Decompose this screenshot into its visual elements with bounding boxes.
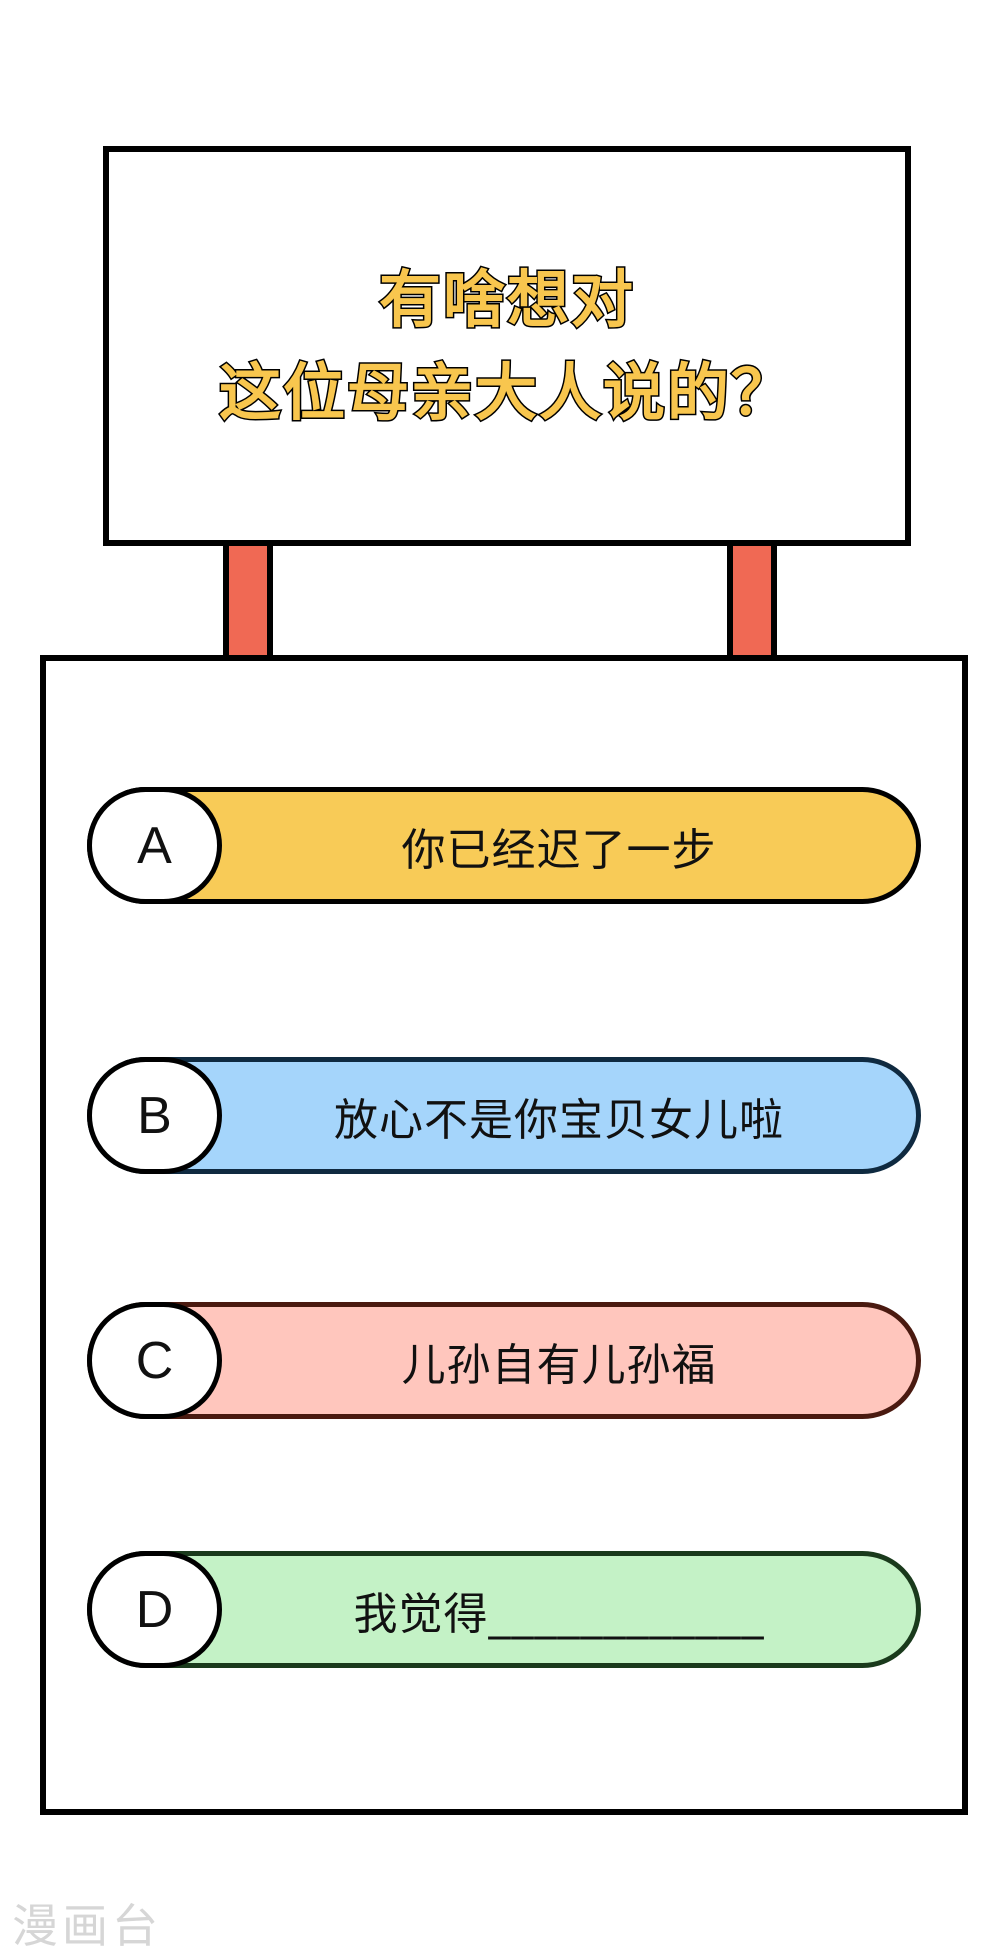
option-a-text: 你已经迟了一步 [401, 824, 717, 876]
option-a-button[interactable]: 你已经迟了一步 A [87, 787, 921, 904]
option-a-letter: A [87, 787, 222, 904]
option-d-text: 我觉得____________ [353, 1588, 765, 1640]
option-b-button[interactable]: 放心不是你宝贝女儿啦 B [87, 1057, 921, 1174]
option-d-pill[interactable]: 我觉得____________ [87, 1551, 921, 1668]
option-c-letter: C [87, 1302, 222, 1419]
option-b-text: 放心不是你宝贝女儿啦 [334, 1094, 784, 1146]
watermark-logo: 漫画台 [12, 1899, 162, 1953]
option-b-letter: B [87, 1057, 222, 1174]
option-c-text: 儿孙自有儿孙福 [401, 1339, 717, 1391]
option-a-pill[interactable]: 你已经迟了一步 [87, 787, 921, 904]
option-c-pill[interactable]: 儿孙自有儿孙福 [87, 1302, 921, 1419]
sign-post-right [727, 546, 777, 660]
option-c-button[interactable]: 儿孙自有儿孙福 C [87, 1302, 921, 1419]
sign-post-left [223, 546, 273, 660]
question-sign: 有啥想对 这位母亲大人说的？ [103, 146, 911, 546]
option-d-letter: D [87, 1551, 222, 1668]
question-line-2: 这位母亲大人说的？ [217, 355, 795, 431]
option-d-button[interactable]: 我觉得____________ D [87, 1551, 921, 1668]
question-line-1: 有啥想对 [377, 262, 635, 338]
option-b-pill[interactable]: 放心不是你宝贝女儿啦 [87, 1057, 921, 1174]
